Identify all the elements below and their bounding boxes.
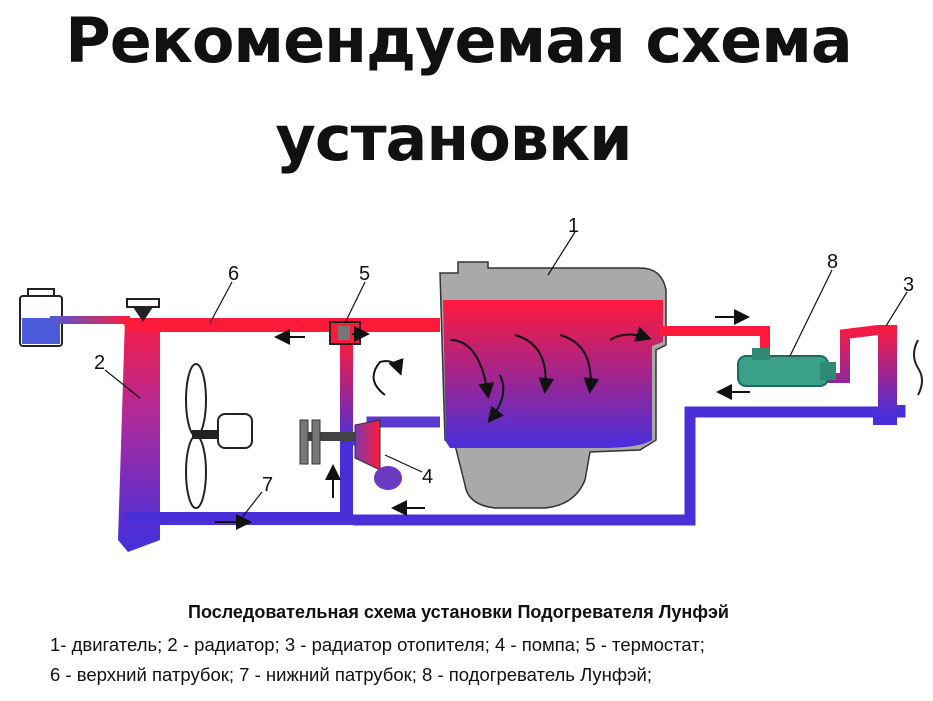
engine (439, 261, 667, 509)
pump (299, 419, 402, 490)
fan (185, 363, 253, 509)
thermostat-bypass (340, 340, 353, 440)
label-2: 2 (94, 352, 105, 374)
break-mark (913, 339, 923, 396)
label-4: 4 (422, 466, 433, 488)
flow-arrows (215, 309, 750, 530)
heater-radiator (820, 325, 897, 425)
page-title-line1: Рекомендуемая схема (65, 4, 853, 77)
label-3: 3 (903, 274, 914, 296)
upper-hose (150, 318, 440, 332)
caption-title: Последовательная схема установки Подогре… (188, 602, 729, 622)
legend-line-1: 1- двигатель; 2 - радиатор; 3 - радиатор… (50, 634, 705, 655)
lunfei-heater (737, 348, 836, 387)
label-5: 5 (359, 263, 370, 285)
expansion-tank (19, 288, 130, 347)
label-8: 8 (827, 251, 838, 273)
cooling-system-diagram: 1 2 3 4 5 6 7 8 (19, 215, 923, 552)
legend-line-2: 6 - верхний патрубок; 7 - нижний патрубо… (50, 664, 653, 685)
label-1: 1 (568, 215, 579, 237)
label-7: 7 (262, 474, 273, 496)
heater-return-line (353, 405, 906, 526)
lower-hose (125, 512, 350, 525)
label-6: 6 (228, 263, 239, 285)
leader-lines (104, 231, 908, 521)
page-title-line2: установки (275, 102, 632, 175)
